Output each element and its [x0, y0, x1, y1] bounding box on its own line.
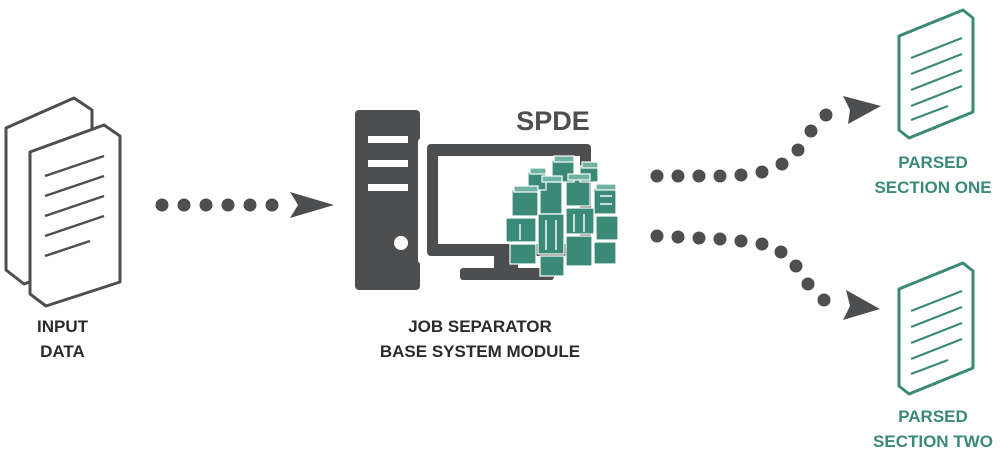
output-one-line1: PARSED — [898, 153, 968, 172]
output-one-line2: SECTION ONE — [874, 178, 992, 197]
server-tower-icon — [355, 110, 420, 290]
input-arrow — [155, 192, 334, 218]
arrow-icon — [290, 192, 334, 218]
output-two-label: PARSED SECTION TWO — [858, 404, 1008, 454]
arrow-icon — [843, 290, 880, 320]
module-label-line2: BASE SYSTEM MODULE — [379, 342, 581, 361]
input-label-line1: INPUT — [37, 317, 88, 336]
arrow-icon — [843, 96, 881, 124]
output-one-arrow — [650, 96, 881, 183]
output-two-arrow — [650, 229, 880, 320]
module-title: SPDE — [516, 106, 590, 136]
input-label-line2: DATA — [40, 342, 85, 361]
output-two-line2: SECTION TWO — [873, 432, 993, 451]
cubes-icon — [505, 155, 619, 277]
output-one-label: PARSED SECTION ONE — [858, 150, 1008, 200]
module-label: JOB SEPARATOR BASE SYSTEM MODULE — [345, 314, 615, 364]
module-label-line1: JOB SEPARATOR — [408, 317, 552, 336]
input-label: INPUT DATA — [0, 314, 125, 364]
document-icon — [897, 8, 975, 140]
document-icon — [897, 261, 975, 396]
documents-icon — [4, 96, 122, 308]
output-two-line1: PARSED — [898, 407, 968, 426]
